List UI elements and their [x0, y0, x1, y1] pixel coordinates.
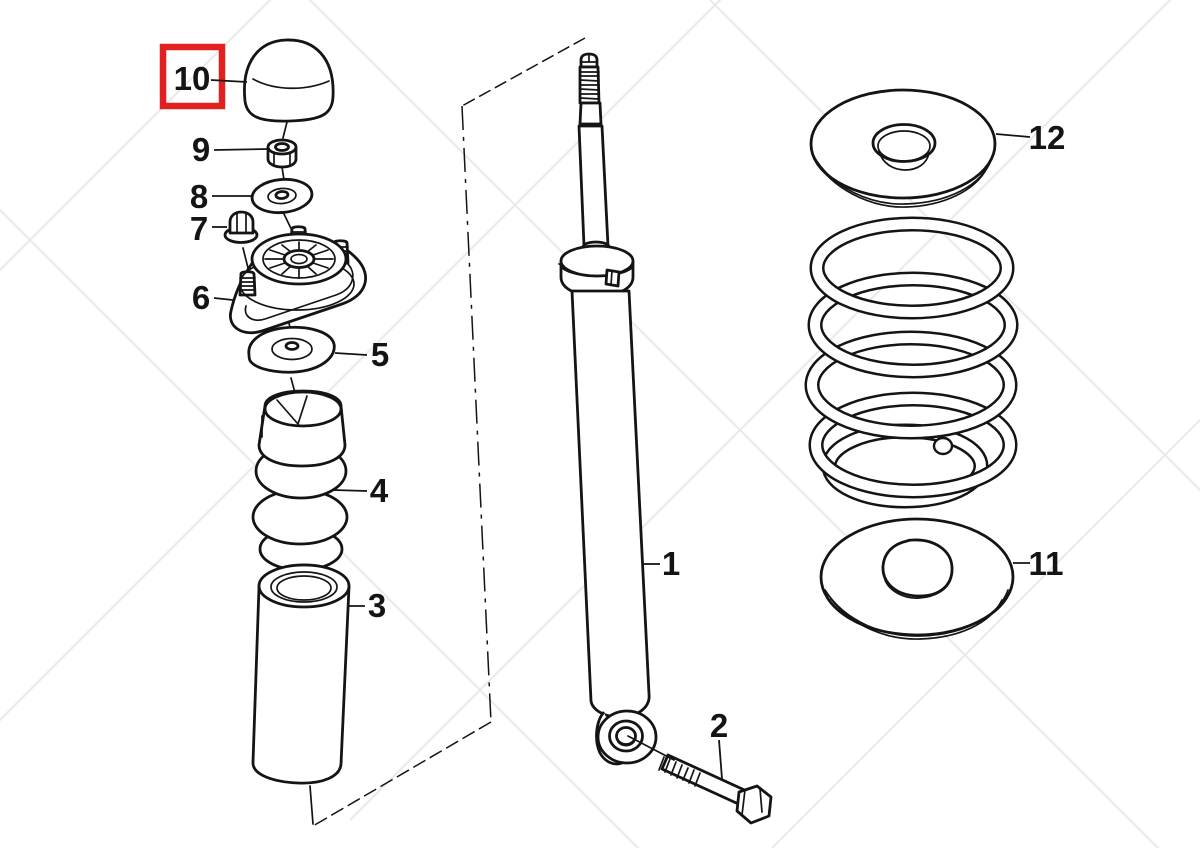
callout-7[interactable]: 7 — [190, 210, 208, 247]
coil-spring — [804, 216, 1019, 509]
highlight-box — [159, 43, 226, 110]
part-12-upper-spring-pad — [809, 88, 997, 208]
axis-reference-line — [312, 37, 586, 827]
part-10-protective-cap — [243, 38, 335, 123]
callout-4[interactable]: 4 — [370, 472, 389, 509]
callout-12[interactable]: 12 — [1029, 119, 1066, 156]
callout-3[interactable]: 3 — [368, 587, 386, 624]
part-5-support-cup — [247, 325, 336, 374]
part-1-shock-absorber — [558, 52, 658, 766]
callout-5[interactable]: 5 — [371, 336, 389, 373]
callout-labels: 10 9 8 7 6 5 4 3 1 2 12 11 — [174, 60, 1066, 744]
part-2-bolt — [627, 735, 773, 825]
callout-10[interactable]: 10 — [174, 60, 211, 97]
part-9-nut — [266, 138, 298, 169]
callout-leader-lines — [210, 79, 1031, 780]
callout-8[interactable]: 8 — [190, 178, 208, 215]
part-11-lower-spring-pad — [819, 517, 1015, 640]
callout-9[interactable]: 9 — [192, 131, 210, 168]
part-6-guide-support — [229, 225, 367, 335]
spring-wire-end — [932, 436, 954, 456]
callout-2[interactable]: 2 — [710, 707, 728, 744]
bearing-spline-ticks — [264, 241, 334, 278]
part-8-washer — [250, 177, 314, 215]
callout-1[interactable]: 1 — [662, 545, 680, 582]
part-3-protective-tube — [251, 563, 351, 785]
callout-6[interactable]: 6 — [192, 279, 210, 316]
callout-11[interactable]: 11 — [1029, 545, 1064, 582]
part-4-bump-stop — [251, 389, 349, 572]
